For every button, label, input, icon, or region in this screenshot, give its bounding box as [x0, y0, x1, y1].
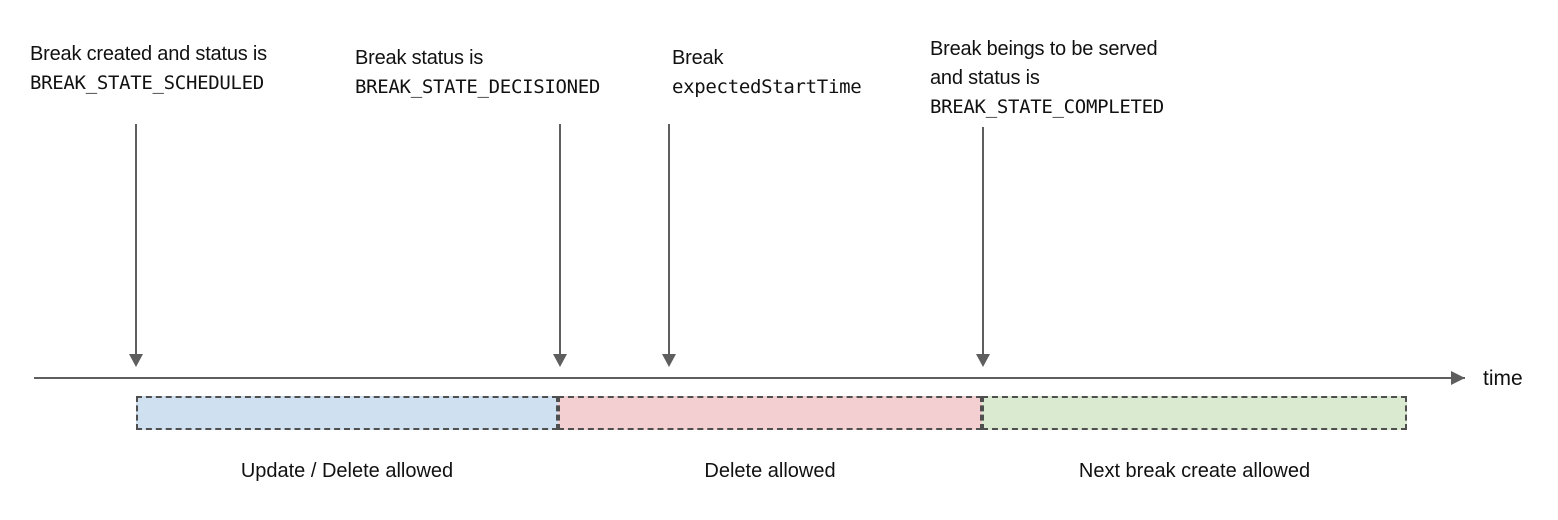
arrow-head-down-icon: [553, 354, 567, 367]
event-label-completed: Break beings to be served and status is BR…: [930, 35, 1164, 122]
time-axis: [34, 371, 1465, 385]
event-arrow-decisioned: [553, 124, 567, 367]
event-label-line: BREAK_STATE_SCHEDULED: [30, 72, 264, 94]
event-arrow-expected-start-time: [662, 124, 676, 367]
event-label-scheduled: Break created and status is BREAK_STATE_S…: [30, 40, 267, 98]
arrow-head-down-icon: [129, 354, 143, 367]
event-label-decisioned: Break status is BREAK_STATE_DECISIONED: [355, 44, 600, 102]
phase-caption-delete-only: Delete allowed: [704, 460, 836, 482]
phase-bar-delete-only: [558, 396, 982, 430]
event-label-line: expectedStartTime: [672, 76, 862, 98]
arrow-shaft: [982, 127, 984, 355]
event-label-line: Break created and status is: [30, 43, 267, 65]
event-label-line: BREAK_STATE_DECISIONED: [355, 76, 601, 98]
arrow-shaft: [135, 124, 137, 355]
axis-line: [34, 377, 1465, 379]
arrow-shaft: [668, 124, 670, 355]
arrow-head-down-icon: [976, 354, 990, 367]
phase-caption-next-break-create: Next break create allowed: [1078, 460, 1311, 482]
time-axis-label: time: [1483, 367, 1523, 390]
event-label-line: and status is: [930, 67, 1040, 89]
event-label-line: Break: [672, 47, 724, 69]
event-label-line: Break status is: [355, 47, 484, 69]
event-label-expected-start-time: Break expectedStartTime: [672, 44, 862, 102]
phase-bar-next-break-create: [982, 396, 1407, 430]
event-arrow-scheduled: [129, 124, 143, 367]
event-label-line: Break beings to be served: [930, 38, 1158, 60]
event-arrow-completed: [976, 127, 990, 367]
arrow-shaft: [559, 124, 561, 355]
phase-caption-update-delete: Update / Delete allowed: [240, 460, 454, 482]
event-label-line: BREAK_STATE_COMPLETED: [930, 96, 1164, 118]
arrow-head-right-icon: [1451, 371, 1465, 385]
phase-bar-update-delete: [136, 396, 558, 430]
arrow-head-down-icon: [662, 354, 676, 367]
